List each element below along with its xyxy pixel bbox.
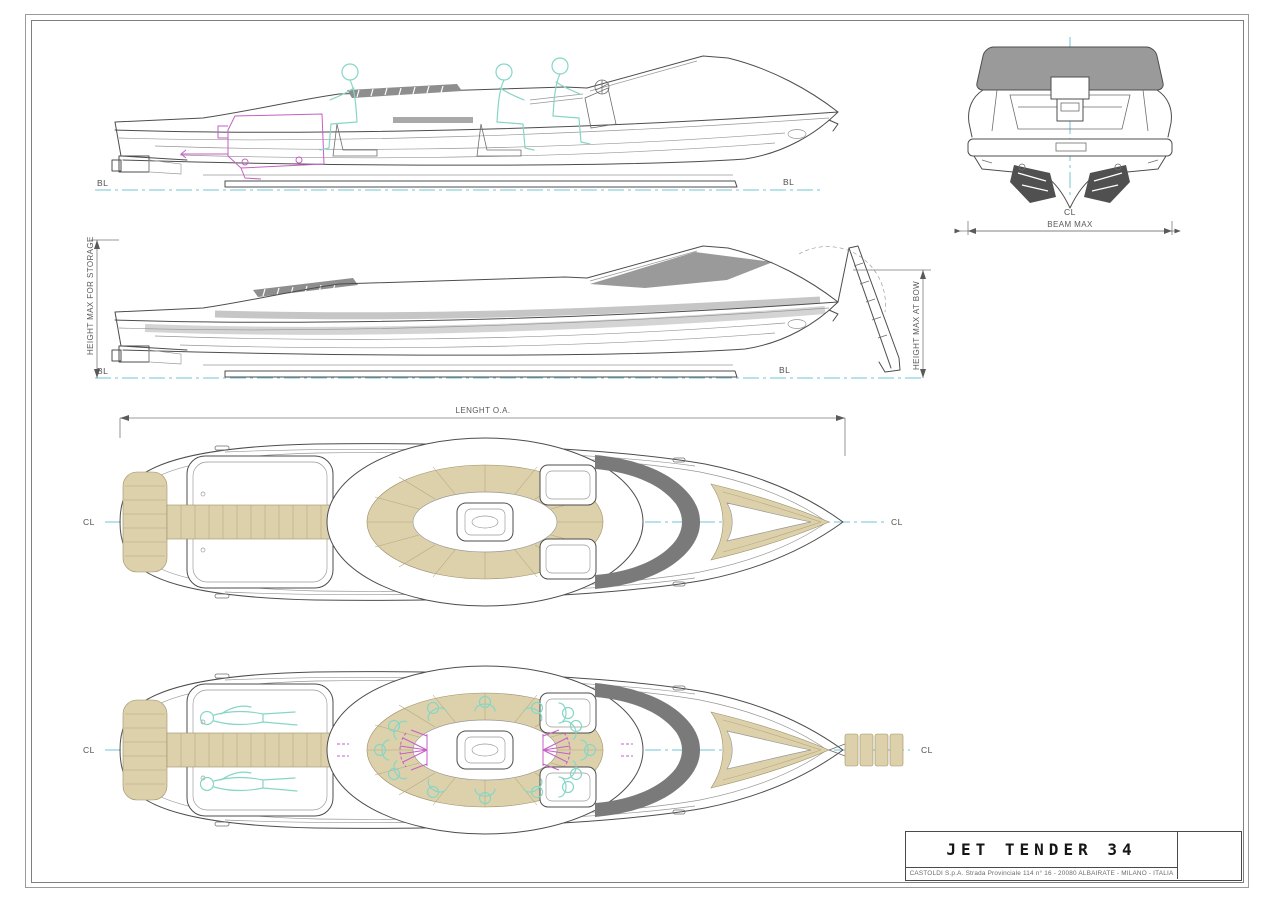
swim-platform (967, 138, 1173, 157)
beam-max-label: BEAM MAX (1047, 220, 1093, 229)
bl-label: BL (97, 178, 108, 188)
engine-outline (180, 113, 325, 180)
vent-grille (347, 84, 462, 98)
cl-label: CL (83, 517, 95, 527)
jet-drives-rear (1010, 163, 1130, 203)
bow-ladder-extended (828, 733, 904, 767)
manufacturer-address: CASTOLDI S.p.A. Strada Provinciale 114 n… (906, 867, 1178, 879)
cl-label: CL (83, 745, 95, 755)
bl-label: BL (97, 366, 108, 376)
length-oa-dimension: LENGHT O.A. (119, 406, 846, 456)
beam-max-dimension: BEAM MAX (954, 220, 1181, 235)
cockpit-seats-side (332, 79, 617, 157)
view-side-exterior: HEIGHT MAX FOR STORAGE HEIGHT MAX AT BOW… (86, 236, 931, 379)
sheet-border-inner (31, 20, 1244, 883)
view-stern: CL BEAM MAX (954, 37, 1181, 235)
view-side-interior: BL BL (95, 55, 839, 191)
table-leaf-details (337, 729, 633, 771)
height-storage-dimension: HEIGHT MAX FOR STORAGE (86, 236, 119, 378)
cl-label: CL (1064, 207, 1076, 217)
height-bow-dimension: HEIGHT MAX AT BOW (853, 269, 931, 378)
cl-label: CL (921, 745, 933, 755)
title-block: JET TENDER 34 CASTOLDI S.p.A. Strada Pro… (905, 831, 1242, 881)
title-block-empty-cell (1178, 832, 1242, 879)
stern-elevation (967, 46, 1173, 209)
view-plan-deck: LENGHT O.A. CL CL (83, 406, 903, 607)
height-bow-label: HEIGHT MAX AT BOW (912, 281, 921, 370)
view-plan-people: CL CL (83, 665, 933, 835)
stern-console (1050, 76, 1090, 122)
passenger-figures (319, 57, 591, 151)
drawing-title: JET TENDER 34 (906, 832, 1178, 868)
hull-exterior (111, 245, 839, 378)
bl-label: BL (779, 365, 790, 375)
bow-ladder-side (798, 245, 901, 373)
bl-label: BL (783, 177, 794, 187)
length-oa-label: LENGHT O.A. (456, 406, 511, 415)
cl-label: CL (891, 517, 903, 527)
height-storage-label: HEIGHT MAX FOR STORAGE (86, 236, 95, 355)
sheet-border-outer (25, 14, 1249, 888)
